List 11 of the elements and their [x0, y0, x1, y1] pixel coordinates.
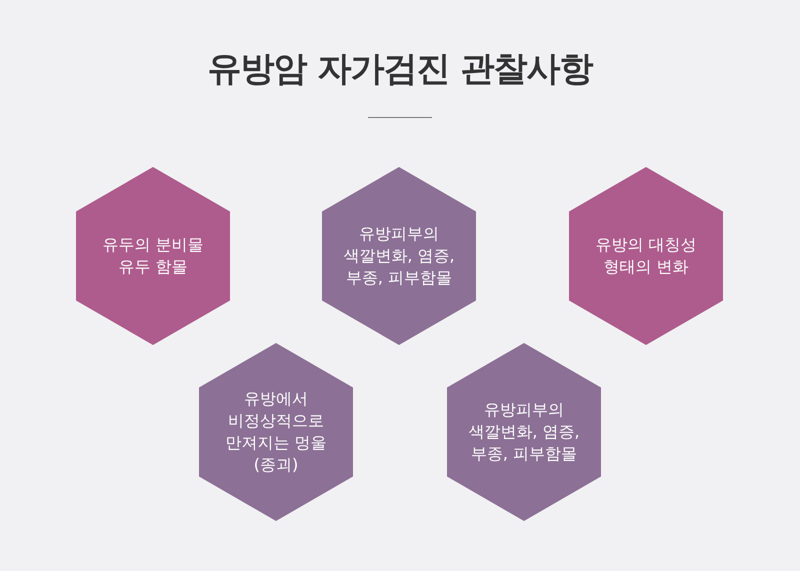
hexagon	[76, 167, 230, 345]
hexagon-text: 유방의 대칭성 형태의 변화	[594, 234, 698, 278]
hexagon-text: 유방피부의 색깔변화, 염증, 부종, 피부함몰	[342, 223, 456, 289]
hexagon-text: 유두의 분비물 유두 함몰	[101, 234, 205, 278]
hexagon	[322, 167, 476, 345]
hexagon	[199, 343, 353, 521]
hexagon-text: 유방피부의 색깔변화, 염증, 부종, 피부함몰	[467, 399, 581, 465]
hexagon	[447, 343, 601, 521]
hexagon	[569, 167, 723, 345]
hexagon-text: 유방에서 비정상적으로 만져지는 멍울(종괴)	[224, 388, 328, 476]
title: 유방암 자가검진 관찰사항	[206, 48, 594, 91]
